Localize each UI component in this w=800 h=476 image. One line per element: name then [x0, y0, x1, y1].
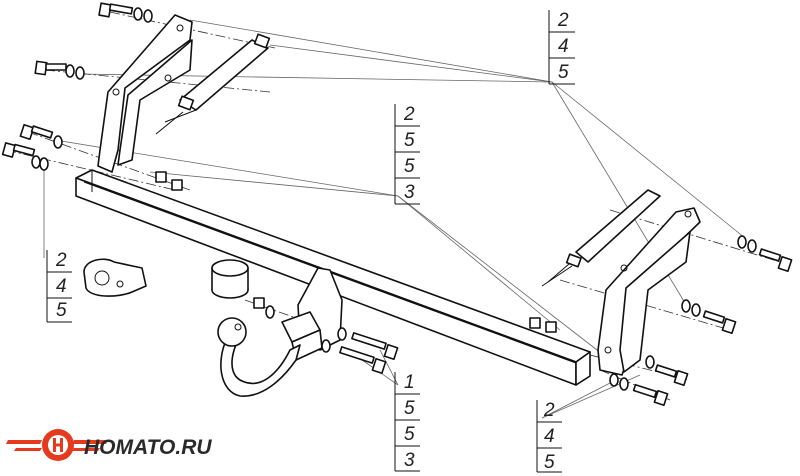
callout-number: 4	[544, 426, 555, 447]
callout-number: 5	[404, 424, 415, 445]
callout-number: 4	[56, 276, 67, 297]
callout-bottom-right: 2 4 5	[536, 400, 562, 473]
callout-left: 2 4 5	[46, 250, 72, 323]
callout-number: 5	[404, 156, 415, 177]
callout-bottom-center: 1 5 5 3	[394, 372, 420, 472]
callout-top-right: 2 4 5	[548, 10, 575, 85]
brand-name: HOMATO.RU	[84, 436, 212, 459]
callout-number: 4	[558, 36, 569, 57]
homato-logo-icon	[6, 429, 108, 461]
fasteners	[1, 2, 793, 407]
callout-number: 2	[55, 250, 67, 271]
callout-number: 5	[544, 452, 555, 473]
brand-logo: HOMATO.RU	[6, 429, 212, 461]
callout-number: 2	[543, 400, 555, 421]
left-bracket	[97, 14, 271, 173]
callout-number: 2	[403, 104, 415, 125]
callout-number: 3	[404, 182, 415, 203]
socket-bracket	[83, 258, 147, 297]
callout-number: 5	[404, 130, 415, 151]
callout-number: 5	[56, 300, 67, 321]
callout-number: 1	[404, 372, 415, 393]
callout-number: 5	[404, 398, 415, 419]
callout-center: 2 5 5 3	[394, 104, 420, 205]
callout-number: 3	[404, 450, 415, 471]
right-bracket	[541, 189, 701, 376]
callout-number: 2	[557, 10, 569, 31]
hitch-assembly	[211, 259, 343, 397]
callout-number: 5	[558, 62, 569, 83]
